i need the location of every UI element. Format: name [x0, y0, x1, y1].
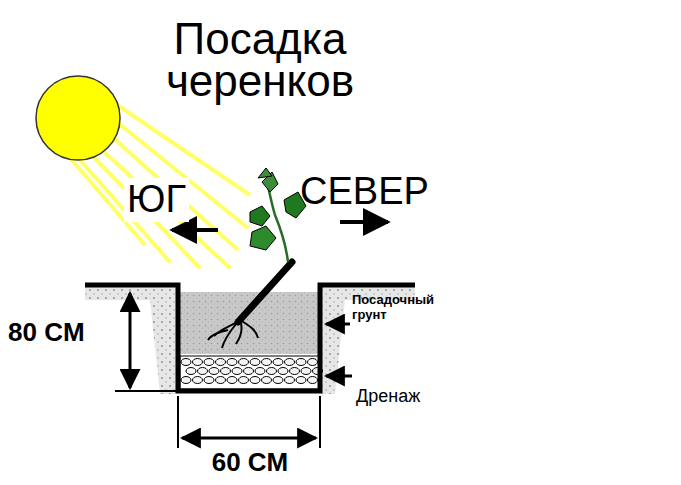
- width-dimension: [182, 437, 316, 440]
- soil-leader: [326, 323, 350, 326]
- planting-soil: [180, 292, 320, 354]
- label: Дренаж: [356, 386, 466, 407]
- label: 80 CM: [8, 318, 120, 348]
- drainage-leader: [326, 375, 352, 378]
- depth-extension: [115, 390, 176, 392]
- gravel: [181, 359, 323, 384]
- drainage-layer: [180, 356, 320, 389]
- depth-dimension: [129, 293, 132, 388]
- cutting-plant: [208, 168, 306, 348]
- sun: [36, 76, 120, 160]
- width-extension: [177, 396, 179, 448]
- width-extension: [319, 396, 321, 448]
- north-arrow: [340, 220, 388, 224]
- label: ЮГ: [124, 178, 189, 222]
- label: СЕВЕР: [300, 170, 480, 214]
- title: Посадка черенков: [110, 18, 410, 102]
- south-arrow: [172, 228, 218, 232]
- label: Посадочный грунт: [352, 293, 472, 323]
- ground-left: [85, 287, 176, 394]
- label: 60 CM: [190, 448, 310, 478]
